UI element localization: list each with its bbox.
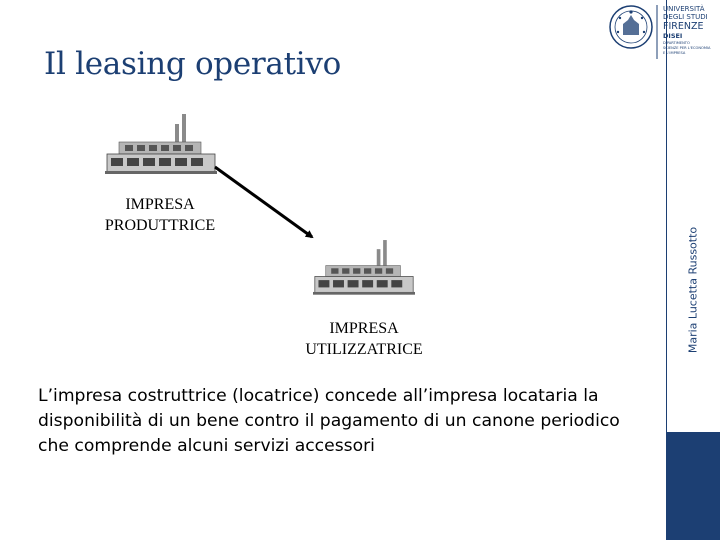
user-label: IMPRESA UTILIZZATRICE	[274, 318, 454, 360]
factory-user-icon	[313, 240, 415, 295]
logo-line-1: UNIVERSITÀ	[663, 4, 705, 13]
side-band	[666, 432, 720, 540]
logo-dept: DISEI	[663, 32, 682, 40]
producer-label-line-1: IMPRESA	[125, 196, 195, 213]
logo-line-3: FIRENZE	[663, 21, 704, 32]
user-label-line-2: UTILIZZATRICE	[305, 341, 423, 358]
producer-label-line-2: PRODUTTRICE	[104, 217, 216, 234]
side-divider	[666, 0, 667, 432]
body-text: L’impresa costruttrice (locatrice) conce…	[38, 386, 620, 456]
factory-producer-icon	[105, 114, 217, 174]
arrow-icon	[214, 165, 314, 239]
user-label-line-1: IMPRESA	[329, 320, 399, 337]
logo-line-2: DEGLI STUDI	[663, 13, 708, 21]
logo-dept-line-2: SCIENZE PER L'ECONOMIA	[663, 46, 711, 50]
logo-dept-line-1: DIPARTIMENTO	[663, 41, 690, 45]
university-seal-icon	[609, 5, 653, 49]
author-name: Maria Lucetta Russotto	[686, 226, 700, 354]
producer-label: IMPRESA PRODUTTRICE	[70, 194, 250, 236]
slide-title: Il leasing operativo	[44, 46, 341, 82]
logo-dept-line-3: E L'IMPRESA	[663, 51, 686, 55]
university-logo: UNIVERSITÀ DEGLI STUDI FIRENZE DISEI DIP…	[609, 4, 711, 59]
